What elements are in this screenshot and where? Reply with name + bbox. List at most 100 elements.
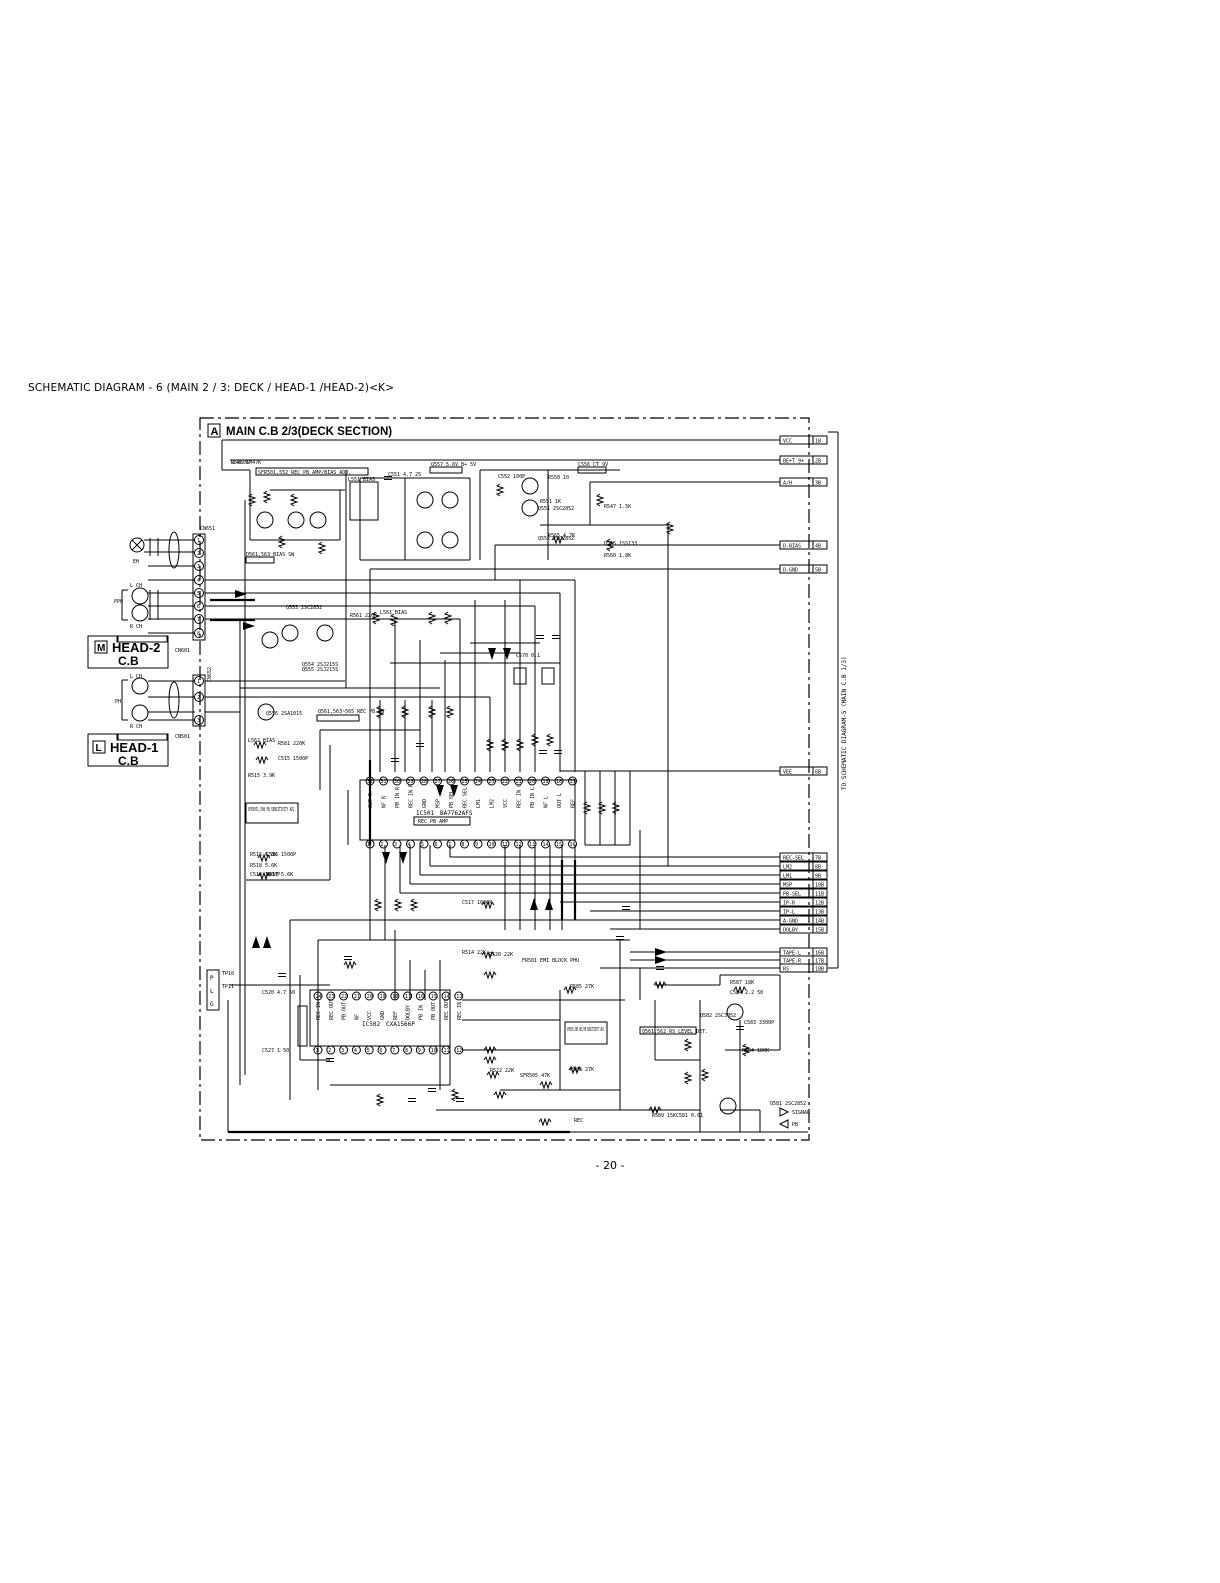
connector-pin: 2 xyxy=(194,548,204,558)
signal-pin: 4B xyxy=(815,544,821,550)
ic501-pin xyxy=(473,776,483,786)
ic501-pin-name: NF R xyxy=(382,795,388,808)
head1-sub: C.B xyxy=(118,754,139,768)
ic501-pin xyxy=(406,776,415,786)
signal-name: IP-L xyxy=(783,910,795,916)
signal-pin: 1B xyxy=(815,439,821,445)
resistor-icon xyxy=(317,541,327,555)
svg-text:8: 8 xyxy=(405,1048,408,1054)
passive-components xyxy=(247,476,751,1127)
svg-text:9: 9 xyxy=(475,842,478,848)
resistor-icon xyxy=(563,985,577,995)
svg-text:20: 20 xyxy=(367,994,373,1000)
ic502-pin-name: REC OUT xyxy=(329,999,335,1020)
note-c556: C556 CT 9V xyxy=(578,462,608,468)
ic502-part: CXA1566P xyxy=(386,1021,415,1028)
component-label: Q556 2SA1015 xyxy=(266,711,302,717)
svg-text:16: 16 xyxy=(418,994,424,1000)
resistor-icon xyxy=(427,705,437,719)
ic501-pin xyxy=(433,776,442,786)
component-label: FR501 EMI BLOCK PHU xyxy=(522,958,579,964)
capacitor-icon xyxy=(326,1058,334,1062)
resistor-icon xyxy=(653,980,667,990)
signal-arrows xyxy=(235,590,667,964)
signal-pin: 17B xyxy=(815,959,824,965)
ic502-pin xyxy=(415,1045,425,1055)
ic502-pin xyxy=(313,991,323,1001)
note-d561: D561,563 BIAS SW xyxy=(246,552,295,558)
capacitor-icon xyxy=(539,750,547,754)
ic501-pin xyxy=(554,776,564,786)
signal-pin: 18B xyxy=(815,967,824,973)
board-letter-box xyxy=(207,423,221,438)
capacitor-icon xyxy=(344,956,352,960)
test-points: P L G TP10 TP11 xyxy=(206,969,234,1011)
svg-text:2: 2 xyxy=(197,695,200,701)
ic502-pin xyxy=(351,991,361,1001)
resistor-icon xyxy=(450,1088,460,1102)
component-label: Q582 2SC3052 xyxy=(700,1013,736,1019)
signal-row: BE+T 9+2B xyxy=(779,455,828,465)
component-label: R561 220K xyxy=(350,613,377,619)
capacitor-icon xyxy=(391,758,399,762)
component-label: Q551 2SC2852 xyxy=(538,506,574,512)
resistor-icon xyxy=(605,538,615,552)
resistor-icon xyxy=(257,853,271,863)
component-label: R546 1M xyxy=(231,460,252,466)
svg-text:4: 4 xyxy=(408,842,411,848)
ic501-pin xyxy=(541,839,550,849)
resistor-icon xyxy=(483,1055,497,1065)
signal-pin: 5B xyxy=(815,568,821,574)
svg-text:28: 28 xyxy=(421,779,427,785)
resistor-icon xyxy=(493,1090,507,1100)
svg-text:1: 1 xyxy=(367,842,370,848)
head1-letter: L xyxy=(96,743,102,754)
connector-pin: 6 xyxy=(194,601,204,611)
ic501-pin-name: PB IN L xyxy=(530,787,536,808)
resistor-icon xyxy=(500,738,510,752)
svg-text:24: 24 xyxy=(316,994,322,1000)
note-sfr507: SFR507L,508 PB SENSITIVITY ADJ. xyxy=(248,807,296,813)
svg-text:25: 25 xyxy=(462,779,468,785)
svg-text:11: 11 xyxy=(444,1048,450,1054)
signal-name: A-GND xyxy=(783,919,798,925)
component-label: C581 0.01 xyxy=(676,1113,703,1119)
cn601-label: CN601 xyxy=(175,648,190,654)
svg-text:3: 3 xyxy=(197,564,200,570)
resistor-icon xyxy=(389,613,399,627)
resistor-icon xyxy=(257,871,271,881)
ic501-pin-name: REF xyxy=(571,799,577,808)
signal-name: DOLBY xyxy=(783,928,798,934)
resistor-icon xyxy=(343,960,357,970)
component-label: R560 1.8K xyxy=(604,553,631,559)
ic501-pin xyxy=(554,839,564,849)
component-label: Q552 2SC2852 xyxy=(538,536,574,542)
resistor-icon xyxy=(648,1105,662,1115)
resistor-icon xyxy=(495,483,505,497)
ic501-ref: IC501 xyxy=(416,810,434,817)
component-label: R581 220K xyxy=(278,741,305,747)
component-label: R585 27K xyxy=(570,984,594,990)
cn652-pins: 123 xyxy=(192,674,206,727)
signal-name: MSP xyxy=(783,883,792,889)
svg-text:3: 3 xyxy=(341,1048,344,1054)
ic501-pin-name: OUT R xyxy=(368,792,374,808)
ic502-pin xyxy=(364,991,374,1001)
resistor-icon xyxy=(551,535,565,545)
tp11-label: TP11 xyxy=(222,984,234,990)
ic501-pin-name: GND xyxy=(422,799,428,808)
ic501-pin xyxy=(446,776,456,786)
head2-name: HEAD-2 xyxy=(112,640,160,655)
svg-text:13: 13 xyxy=(456,994,462,1000)
